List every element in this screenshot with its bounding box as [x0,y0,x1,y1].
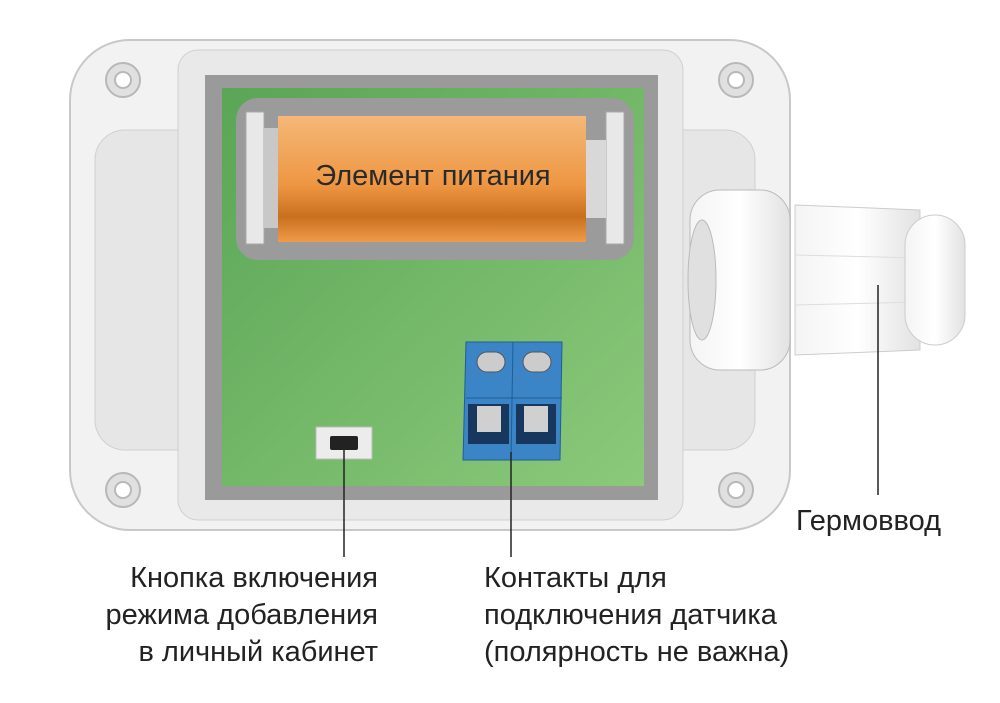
battery [278,116,586,242]
button-label-line: Кнопка включения [130,562,378,594]
terminal-block [462,341,563,461]
gland-label: Гермоввод [796,505,941,537]
battery-holder [236,98,634,260]
button-label-line: в личный кабинет [138,636,378,668]
cable-gland [687,189,966,371]
contacts-label-line: Контакты для [484,562,667,594]
contacts-label: Контакты для подключения датчика (полярн… [484,560,789,671]
battery-label: Элемент питания [315,160,551,192]
contacts-label-line: (полярность не важна) [484,636,790,668]
button-label: Кнопка включения режима добавления в лич… [106,560,378,671]
button-label-line: режима добавления [105,599,378,631]
screw-holes [105,62,754,508]
contacts-label-line: подключения датчика [484,599,777,631]
